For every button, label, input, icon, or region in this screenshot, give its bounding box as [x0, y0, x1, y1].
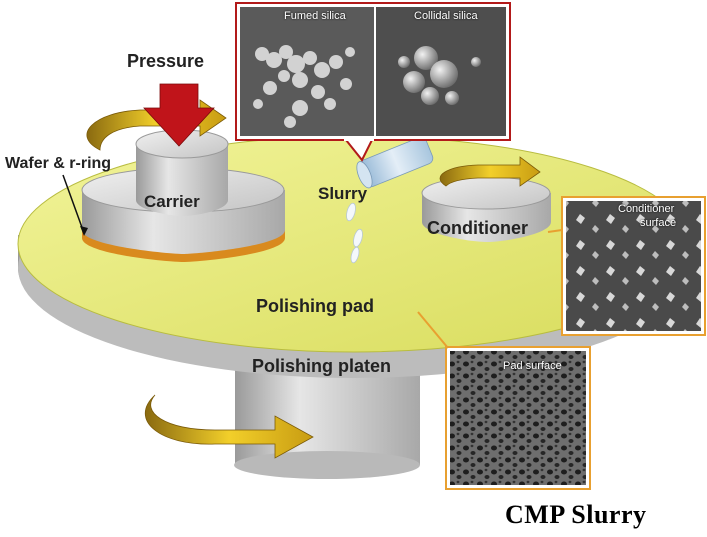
pad-surface-label: Pad surface	[503, 360, 562, 372]
colloidal-silica-particles	[398, 46, 481, 105]
conditioner-label: Conditioner	[427, 218, 528, 238]
carrier-label: Carrier	[144, 192, 200, 211]
polishing-platen-label: Polishing platen	[252, 356, 392, 376]
pressure-label: Pressure	[127, 51, 205, 71]
platen-rotation-arrow	[144, 394, 314, 459]
conditioner-surface-label-2: surface	[640, 217, 677, 229]
fumed-silica-label: Fumed silica	[284, 10, 346, 22]
silica-inset	[235, 2, 511, 162]
carrier-spindle	[135, 129, 229, 216]
conditioner-surface-image	[566, 201, 701, 331]
conditioner-rotation-arrow	[439, 156, 541, 187]
slurry-droplet	[353, 228, 363, 248]
caption: CMP Slurry	[505, 500, 647, 529]
fumed-silica-image	[240, 7, 374, 136]
conditioner-surface-label-1: Conditioner	[618, 203, 675, 215]
slurry-droplet	[350, 246, 360, 264]
wafer-ring-label: Wafer & r-ring	[5, 155, 112, 172]
colloidal-silica-label: Collidal silica	[414, 10, 478, 22]
conditioner-surface-inset	[561, 196, 706, 336]
wafer-leader-line	[62, 174, 85, 234]
pad-surface-inset	[445, 346, 591, 490]
polishing-pad-label: Polishing pad	[256, 296, 375, 316]
platen-pedestal	[234, 370, 420, 479]
wafer-leader-arrowhead	[80, 226, 88, 236]
conditioner	[421, 176, 551, 242]
slurry-label: Slurry	[318, 184, 368, 203]
pad-surface-image	[450, 351, 586, 485]
slurry-droplet	[346, 202, 356, 222]
pressure-arrow	[143, 83, 215, 147]
conditioner-leader-line	[547, 229, 563, 233]
pad-leader-line	[417, 311, 449, 349]
slurry-nozzle	[356, 136, 434, 189]
fumed-silica-particles	[253, 45, 355, 128]
